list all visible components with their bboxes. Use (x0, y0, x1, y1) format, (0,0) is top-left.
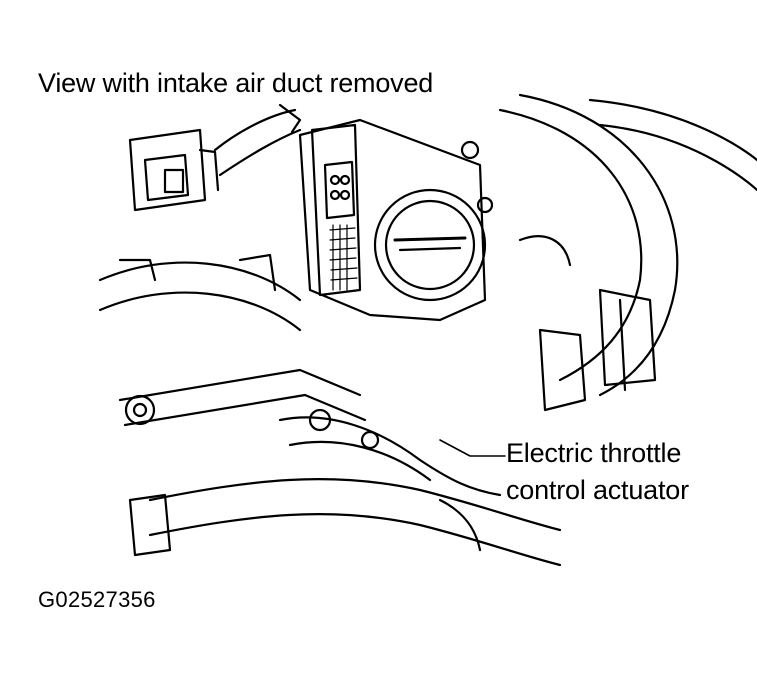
air-hose-right (498, 93, 757, 397)
bracket-right (518, 235, 657, 412)
callout-label-line2: control actuator (506, 475, 689, 505)
coolant-hose-top (213, 103, 302, 177)
fuel-rail (118, 368, 367, 427)
callout-label-line1: Electric throttle (506, 438, 682, 468)
wiring-harness (98, 253, 302, 332)
diagram-title: View with intake air duct removed (38, 68, 434, 98)
intake-runner (278, 408, 502, 497)
actuator-connector (310, 123, 362, 297)
callout-leader-line (439, 439, 506, 457)
figure-id: G02527356 (38, 587, 156, 612)
sensor-block (128, 128, 220, 212)
throttle-body (298, 118, 494, 322)
lower-hose (128, 478, 562, 567)
